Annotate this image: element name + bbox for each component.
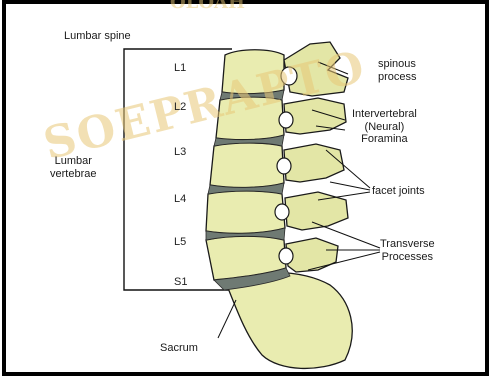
lumbar-vertebrae-label: Lumbar vertebrae xyxy=(50,155,96,180)
vertebra-l3 xyxy=(210,143,284,187)
level-s1: S1 xyxy=(174,276,187,288)
vertebra-l2 xyxy=(216,97,284,140)
level-l2: L2 xyxy=(174,101,186,113)
level-l5: L5 xyxy=(174,236,186,248)
process-l4 xyxy=(285,192,348,230)
process-l5 xyxy=(286,238,338,272)
transverse-processes-label: Transverse Processes xyxy=(380,238,435,263)
level-l4: L4 xyxy=(174,193,186,205)
lumbar-spine-label: Lumbar spine xyxy=(64,30,131,43)
level-l3: L3 xyxy=(174,146,186,158)
process-l3 xyxy=(284,144,344,182)
spinous-process-label: spinous process xyxy=(378,58,417,83)
vertebra-l4 xyxy=(206,191,285,233)
facet-joints-label: facet joints xyxy=(372,185,425,198)
vertebral-bodies xyxy=(206,50,286,280)
level-l1: L1 xyxy=(174,62,186,74)
sacrum-label: Sacrum xyxy=(160,342,198,355)
vertebra-l1 xyxy=(222,50,284,94)
foramina-label: Intervertebral (Neural) Foramina xyxy=(352,108,417,146)
